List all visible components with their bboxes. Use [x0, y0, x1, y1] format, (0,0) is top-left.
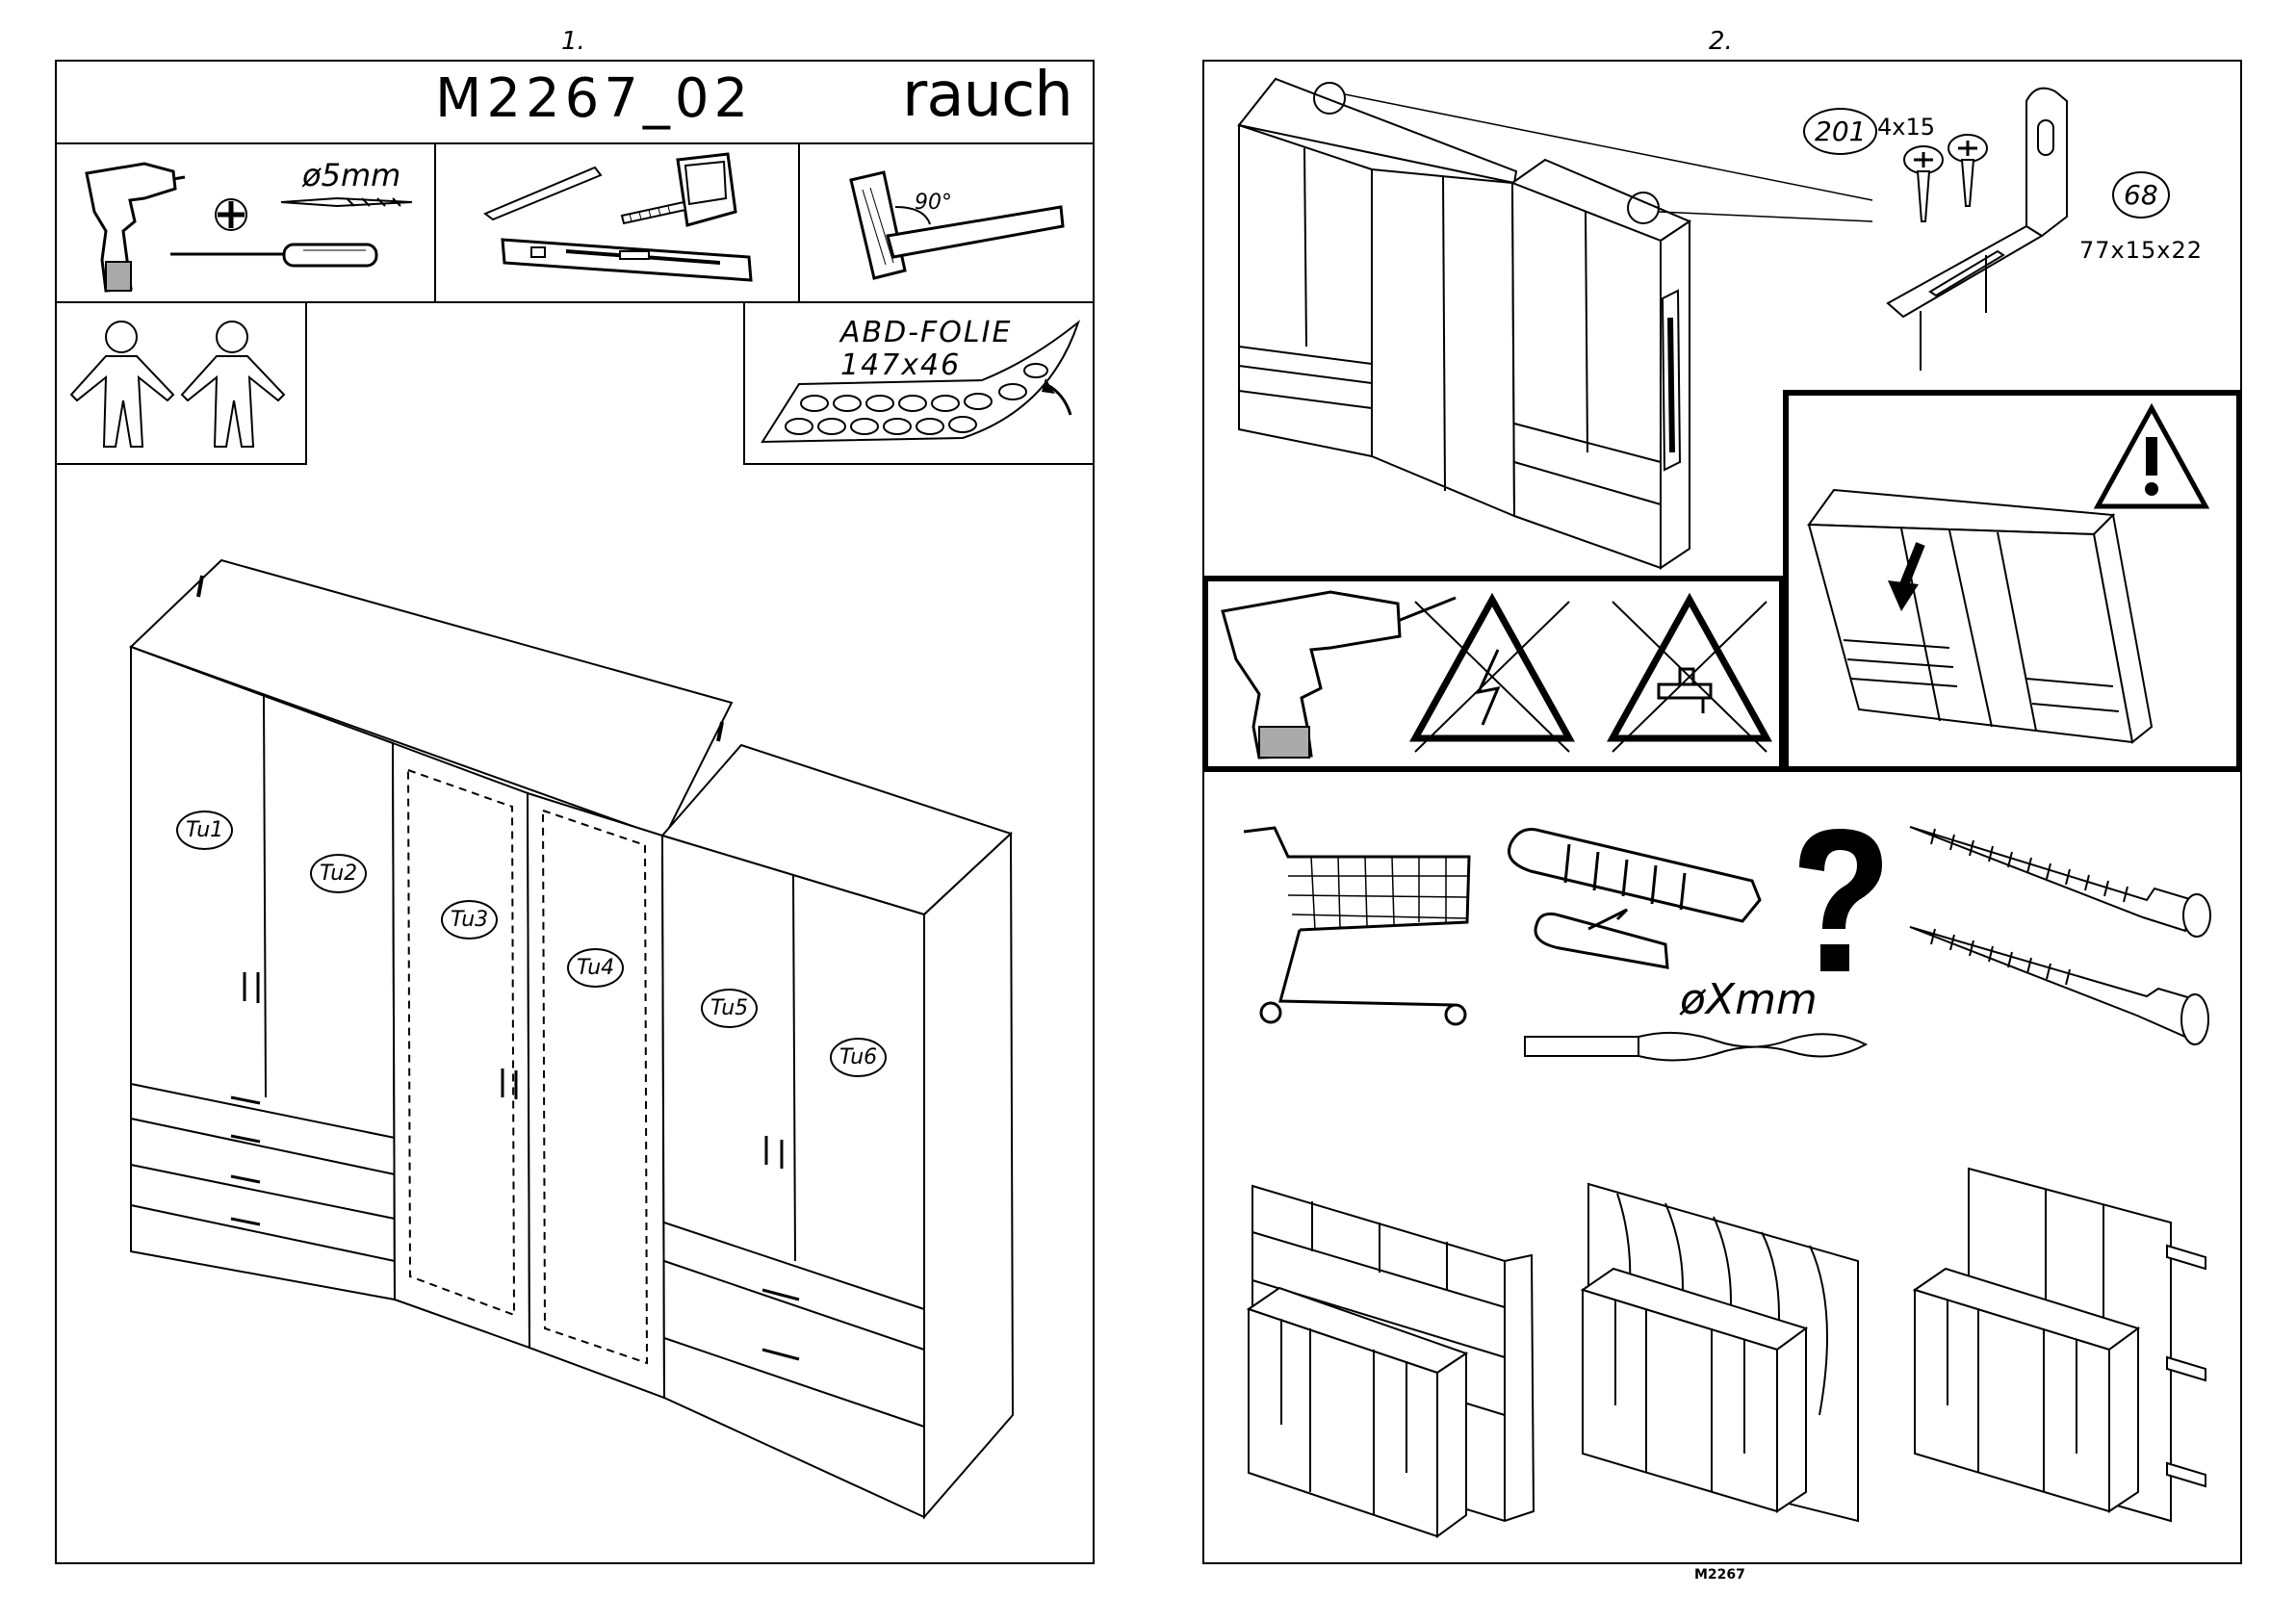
page-number-2: 2.	[1709, 27, 1733, 56]
page-number-1: 1.	[561, 27, 585, 56]
angle-bracket-icon	[1882, 82, 2094, 371]
wood-wall-illustration	[1579, 1165, 1868, 1521]
electricity-warning-icon	[1406, 592, 1579, 756]
spirit-level-icon	[499, 236, 759, 284]
wardrobe-illustration	[125, 558, 1030, 1521]
brick-wall-illustration	[1245, 1184, 1534, 1540]
shopping-cart-icon	[1242, 818, 1473, 1030]
part-68-size: 77x15x22	[2079, 237, 2203, 264]
door-label-tu1: Tu1	[176, 811, 233, 850]
screwdriver-icon	[168, 239, 380, 268]
drill-bit-icon	[279, 194, 414, 210]
footer-code: M2267	[1694, 1567, 1745, 1583]
drill-size-label: ø5mm	[302, 157, 400, 193]
dowel-size-label: øXmm	[1680, 975, 1818, 1024]
question-mark-icon	[1786, 823, 1892, 987]
try-square-icon	[847, 168, 1069, 284]
door-label-tu3: Tu3	[441, 900, 498, 940]
brand-logo: rauch	[902, 60, 1072, 131]
person-icon	[178, 318, 289, 452]
bit-holder-icon	[214, 197, 248, 232]
door-label-tu4: Tu4	[567, 948, 624, 988]
wardrobe-top-view-illustration	[1237, 77, 1718, 578]
stud-wall-illustration	[1911, 1165, 2219, 1521]
drill-icon	[77, 154, 183, 298]
part-201-number: 201	[1803, 108, 1877, 155]
pencil-icon	[481, 162, 606, 219]
water-pipe-warning-icon	[1603, 592, 1776, 756]
door-label-tu2: Tu2	[310, 854, 367, 893]
wardrobe-tipping-illustration	[1805, 486, 2152, 746]
tape-measure-icon	[616, 154, 741, 231]
model-code: M2267_02	[435, 67, 753, 130]
drill-bit-icon	[1523, 1027, 1870, 1066]
part-68-number: 68	[2112, 171, 2170, 219]
wall-dowel-icon	[1502, 823, 1771, 996]
angle-label: 90°	[915, 191, 952, 215]
foil-icon	[761, 322, 1078, 448]
door-label-tu5: Tu5	[701, 989, 758, 1028]
person-icon	[67, 318, 178, 452]
door-label-tu6: Tu6	[830, 1038, 887, 1077]
screw-icon	[1906, 823, 2214, 1054]
